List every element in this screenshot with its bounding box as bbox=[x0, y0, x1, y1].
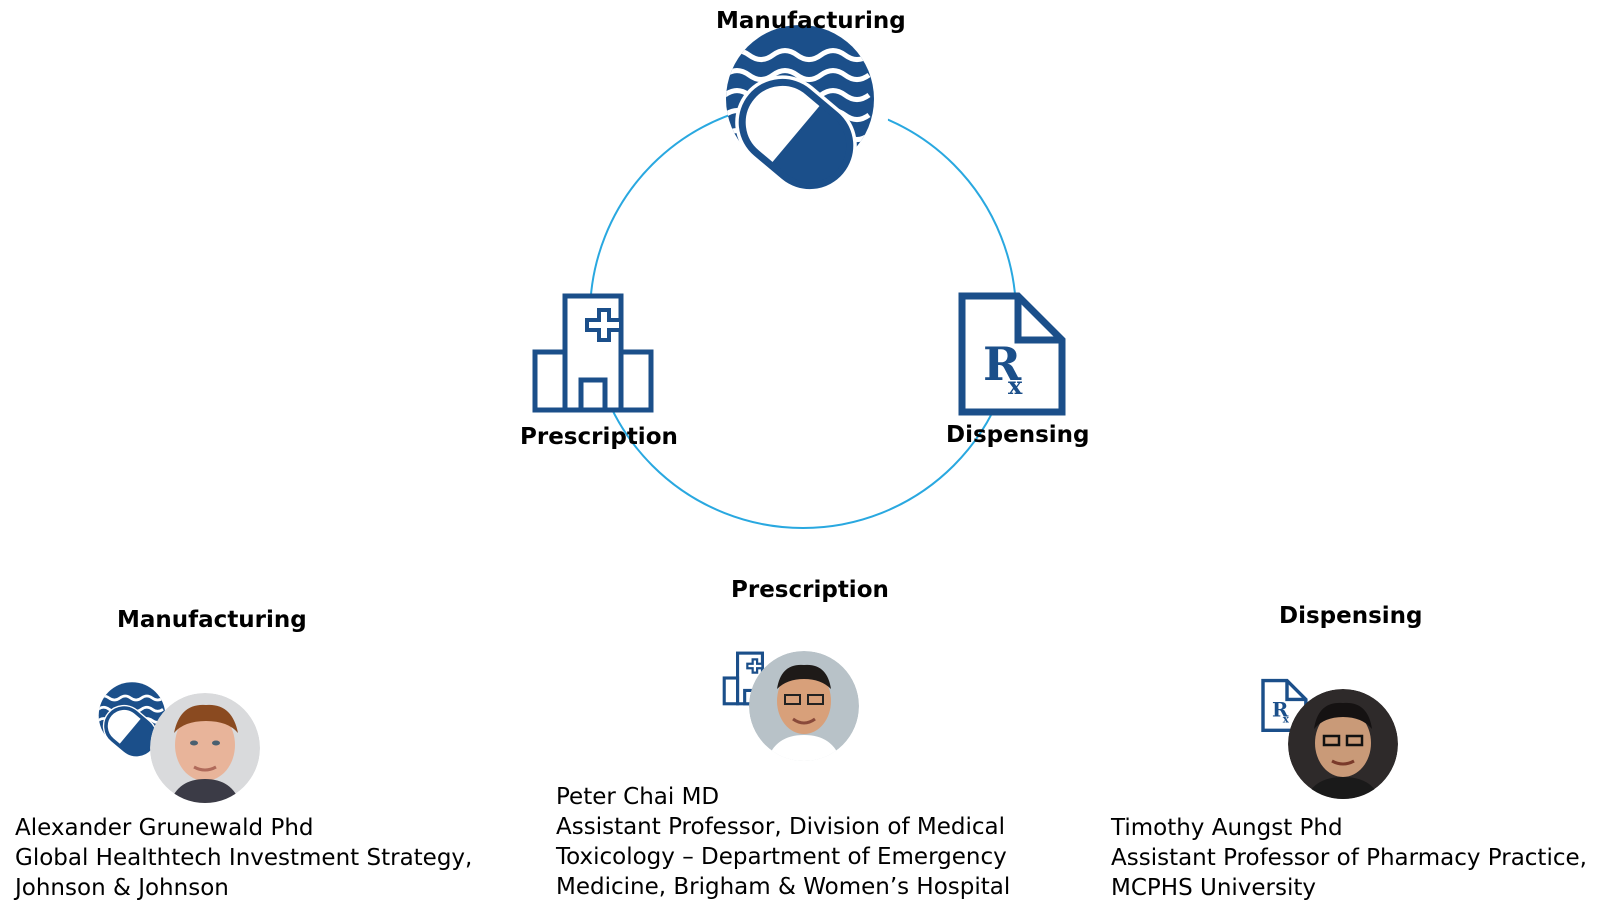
person-title: Assistant Professor of Pharmacy Practice… bbox=[1111, 845, 1587, 871]
avatar-timothy bbox=[1288, 689, 1398, 799]
section-label-prescription: Prescription bbox=[731, 577, 889, 603]
rx-document-icon: R x bbox=[958, 292, 1066, 416]
person-affiliation: Johnson & Johnson bbox=[15, 875, 229, 901]
person-name: Timothy Aungst Phd bbox=[1111, 815, 1343, 841]
bio-peter: Peter Chai MD Assistant Professor, Divis… bbox=[556, 782, 1010, 902]
person-title: Assistant Professor, Division of Medical bbox=[556, 814, 1005, 840]
cycle-label-prescription: Prescription bbox=[520, 424, 678, 450]
svg-text:x: x bbox=[1008, 371, 1023, 400]
pill-icon bbox=[726, 25, 888, 196]
section-label-dispensing: Dispensing bbox=[1279, 603, 1423, 629]
person-title-cont: Toxicology – Department of Emergency bbox=[556, 844, 1007, 870]
hospital-icon bbox=[532, 293, 654, 413]
cycle-label-dispensing: Dispensing bbox=[946, 422, 1090, 448]
bio-alexander: Alexander Grunewald Phd Global Healthtec… bbox=[15, 813, 472, 903]
section-label-manufacturing: Manufacturing bbox=[117, 607, 307, 633]
person-name: Peter Chai MD bbox=[556, 784, 720, 810]
svg-text:R: R bbox=[983, 337, 1022, 391]
avatar-peter bbox=[749, 651, 859, 761]
person-name: Alexander Grunewald Phd bbox=[15, 815, 314, 841]
person-affiliation: MCPHS University bbox=[1111, 875, 1317, 901]
bio-timothy: Timothy Aungst Phd Assistant Professor o… bbox=[1111, 813, 1587, 903]
avatar-alexander bbox=[150, 693, 260, 803]
person-title: Global Healthtech Investment Strategy, bbox=[15, 845, 473, 871]
cycle-label-manufacturing: Manufacturing bbox=[716, 8, 906, 34]
svg-text:x: x bbox=[1283, 714, 1290, 726]
svg-text:R: R bbox=[1272, 698, 1289, 722]
person-affiliation: Medicine, Brigham & Women’s Hospital bbox=[556, 874, 1011, 900]
